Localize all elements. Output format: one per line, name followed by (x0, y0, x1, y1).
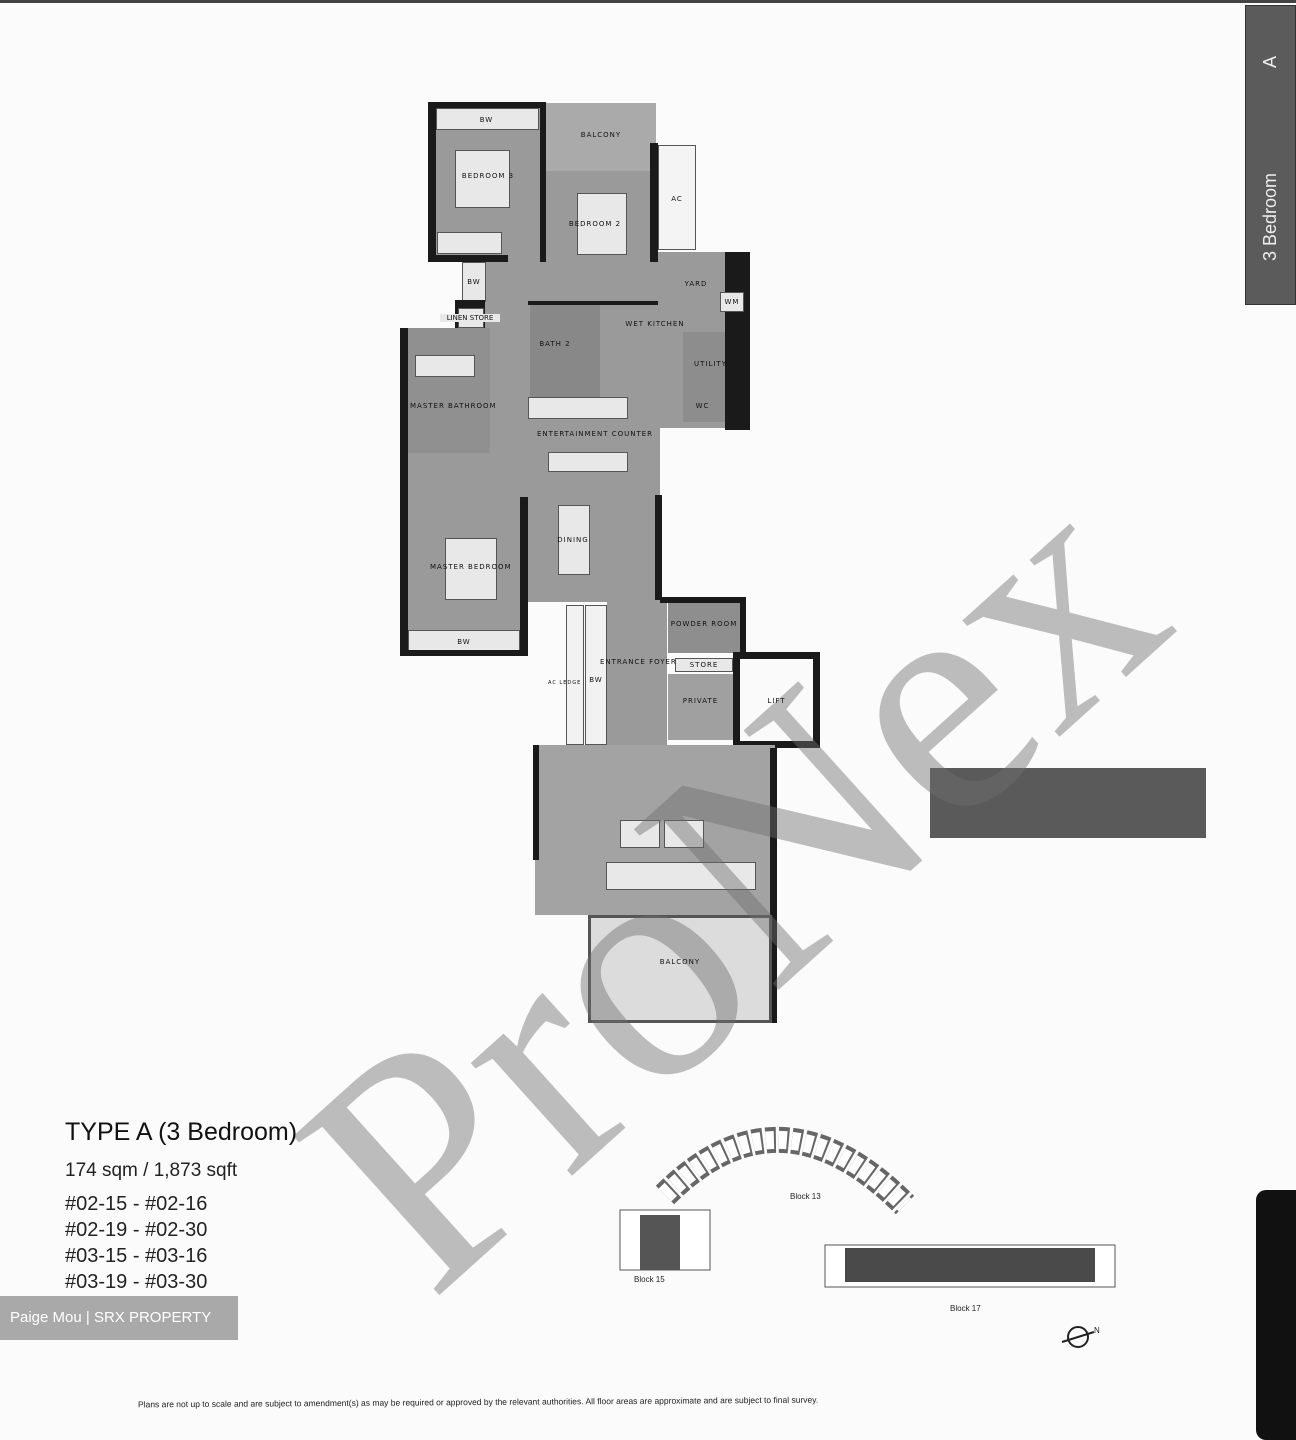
unit-type-title: TYPE A (3 Bedroom) (65, 1118, 298, 1146)
bay-window (436, 108, 539, 130)
label-bw: BW (457, 638, 471, 646)
label-balcony: BALCONY (580, 131, 622, 139)
label-dining: DINING (557, 536, 589, 544)
armchair (620, 820, 660, 848)
wardrobe (437, 232, 502, 254)
label-linen-store: LINEN STORE (440, 314, 500, 322)
compass-icon (1061, 1326, 1095, 1348)
label-yard: YARD (684, 280, 708, 288)
bay-window (462, 262, 486, 302)
bed-icon (577, 193, 627, 255)
label-block-15: Block 15 (634, 1275, 665, 1284)
room-master-bathroom (400, 328, 490, 453)
washing-machine (720, 292, 744, 312)
label-wm: WM (724, 298, 740, 306)
label-bedroom-2: BEDROOM 2 (568, 220, 622, 228)
label-bw: BW (479, 116, 494, 124)
armchair (664, 820, 704, 848)
label-powder-room: POWDER ROOM (670, 620, 738, 628)
kitchen-counter (528, 397, 628, 419)
unit-range: #03-15 - #03-16 (65, 1245, 208, 1267)
bathtub (415, 355, 475, 377)
label-master-bedroom: MASTER BEDROOM (430, 563, 512, 571)
label-lift: LIFT (767, 697, 786, 705)
floor-plan: BW BEDROOM 3 BALCONY BEDROOM 2 AC YARD W… (400, 102, 820, 1023)
label-ac: AC (671, 195, 683, 203)
room-balcony-top (546, 103, 656, 171)
dining-table (558, 505, 590, 575)
redaction-bar (930, 768, 1206, 838)
label-entrance-foyer: ENTRANCE FOYER (600, 658, 677, 666)
bay-window (585, 605, 607, 745)
top-border (0, 0, 1296, 3)
entertainment-counter (548, 452, 628, 472)
label-bw: BW (589, 676, 603, 684)
ac-ledge (658, 145, 696, 250)
label-block-17: Block 17 (950, 1304, 981, 1313)
store (675, 658, 733, 672)
room-private-lift-lobby (668, 674, 733, 740)
ac-ledge (566, 605, 584, 745)
binder-clip (1256, 1190, 1296, 1440)
label-entertainment-counter: ENTERTAINMENT COUNTER (536, 430, 654, 438)
room-balcony-bottom (588, 915, 772, 1023)
key-plan (619, 1127, 1116, 1348)
label-master-bathroom: MASTER BATHROOM (410, 402, 497, 410)
unit-type-tab: A 3 Bedroom (1245, 5, 1296, 305)
room-bath-2 (530, 302, 600, 397)
label-ac-ledge: AC LEDGE (548, 680, 582, 686)
disclaimer: Plans are not up to scale and are subjec… (137, 1394, 819, 1410)
label-wet-kitchen: WET KITCHEN (625, 320, 685, 328)
unit-range: #03-19 - #03-30 (65, 1271, 208, 1293)
unit-range: #02-19 - #02-30 (65, 1219, 208, 1241)
room-utility (683, 332, 725, 422)
room-entrance-foyer (607, 600, 667, 745)
room-powder-room (668, 603, 740, 653)
label-bath-2: BATH 2 (539, 340, 571, 348)
label-utility: UTILITY (694, 360, 727, 368)
label-bedroom-3: BEDROOM 3 (461, 172, 515, 180)
sofa (606, 862, 756, 890)
label-private: PRIVATE (682, 697, 719, 705)
unit-range: #02-15 - #02-16 (65, 1193, 208, 1215)
label-wc: WC (695, 402, 710, 410)
label-bw: BW (467, 278, 481, 286)
compass-north-label: N (1094, 1326, 1100, 1335)
label-balcony: BALCONY (659, 958, 701, 966)
label-store: STORE (689, 661, 719, 669)
label-block-13: Block 13 (790, 1192, 821, 1201)
unit-area: 174 sqm / 1,873 sqft (65, 1160, 238, 1181)
room-lift (733, 652, 820, 748)
bed-icon (445, 538, 497, 600)
credit-badge: Paige Mou | SRX PROPERTY (0, 1296, 238, 1340)
bed-icon (455, 150, 510, 208)
